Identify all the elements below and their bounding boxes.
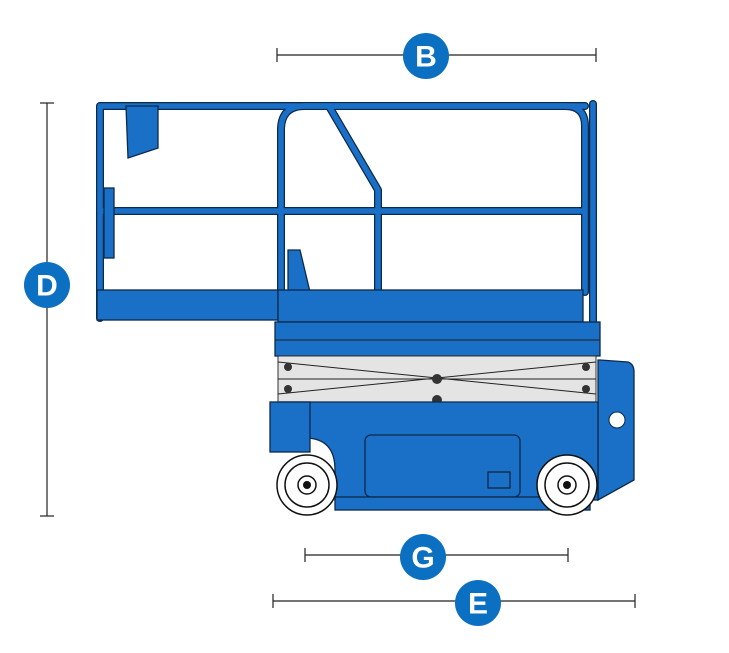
scissor-lift [96,100,635,516]
rear-wheel [536,454,598,516]
dimension-g: G [304,534,569,580]
label-b-badge [403,33,449,79]
dimension-b: B [276,33,597,79]
control-box [125,105,159,159]
label-d-badge [24,262,70,308]
rear-tab [597,359,635,502]
platform-guardrails [96,100,597,329]
extension-deck [96,289,279,321]
front-wheel [276,454,338,516]
label-d: D [36,270,58,303]
platform-floor [277,289,584,323]
main-deck [274,321,601,357]
label-b: B [415,41,437,74]
label-e-badge [455,580,501,626]
label-e: E [468,588,488,621]
dimension-d: D [24,102,70,517]
label-g-badge [400,534,446,580]
label-g: G [411,542,434,575]
scissor-stack [277,355,597,405]
dimension-e: E [272,580,636,626]
